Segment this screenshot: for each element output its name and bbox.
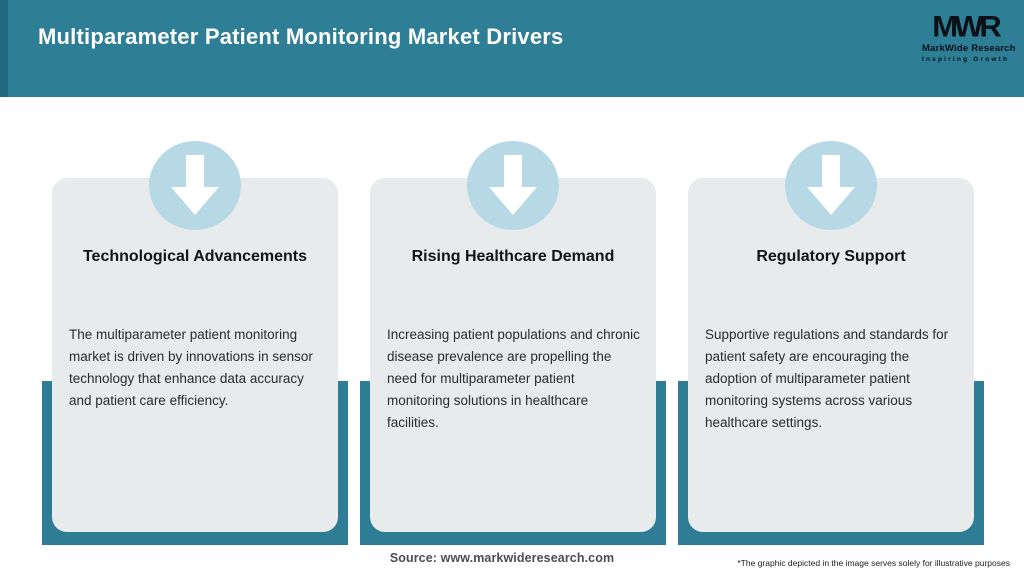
card-body: Supportive regulations and standards for…	[705, 327, 949, 430]
circle-badge	[149, 141, 241, 230]
driver-card: Technological Advancements The multipara…	[52, 178, 338, 532]
driver-column-regulatory-support: Regulatory Support Supportive regulation…	[678, 0, 984, 576]
card-body: The multiparameter patient monitoring ma…	[69, 327, 313, 408]
logo-company-name: MarkWide Research	[922, 43, 1016, 54]
brand-logo: MWR MarkWide Research Inspiring Growth	[922, 9, 1016, 63]
logo-tagline: Inspiring Growth	[922, 55, 1010, 63]
source-line: Source: www.markwideresearch.com	[389, 551, 615, 565]
circle-badge	[467, 141, 559, 230]
down-arrow-icon	[171, 154, 219, 215]
down-arrow-icon	[489, 154, 537, 215]
header-bar: Multiparameter Patient Monitoring Market…	[0, 0, 1024, 97]
logo-mwr-mark: MWR	[932, 9, 1001, 44]
card-body: Increasing patient populations and chron…	[387, 327, 640, 430]
driver-card: Regulatory Support Supportive regulation…	[688, 178, 974, 532]
card-title: Regulatory Support	[756, 248, 906, 265]
page-title: Multiparameter Patient Monitoring Market…	[38, 24, 564, 49]
disclaimer-note: *The graphic depicted in the image serve…	[737, 558, 1010, 568]
card-title: Technological Advancements	[82, 248, 308, 265]
driver-column-rising-healthcare-demand: Rising Healthcare Demand Increasing pati…	[360, 0, 666, 576]
header-accent-edge	[0, 0, 8, 97]
circle-badge	[785, 141, 877, 230]
down-arrow-icon	[807, 154, 855, 215]
card-title: Rising Healthcare Demand	[411, 248, 615, 265]
driver-card: Rising Healthcare Demand Increasing pati…	[370, 178, 656, 532]
driver-column-technological-advancements: Technological Advancements The multipara…	[42, 0, 348, 576]
